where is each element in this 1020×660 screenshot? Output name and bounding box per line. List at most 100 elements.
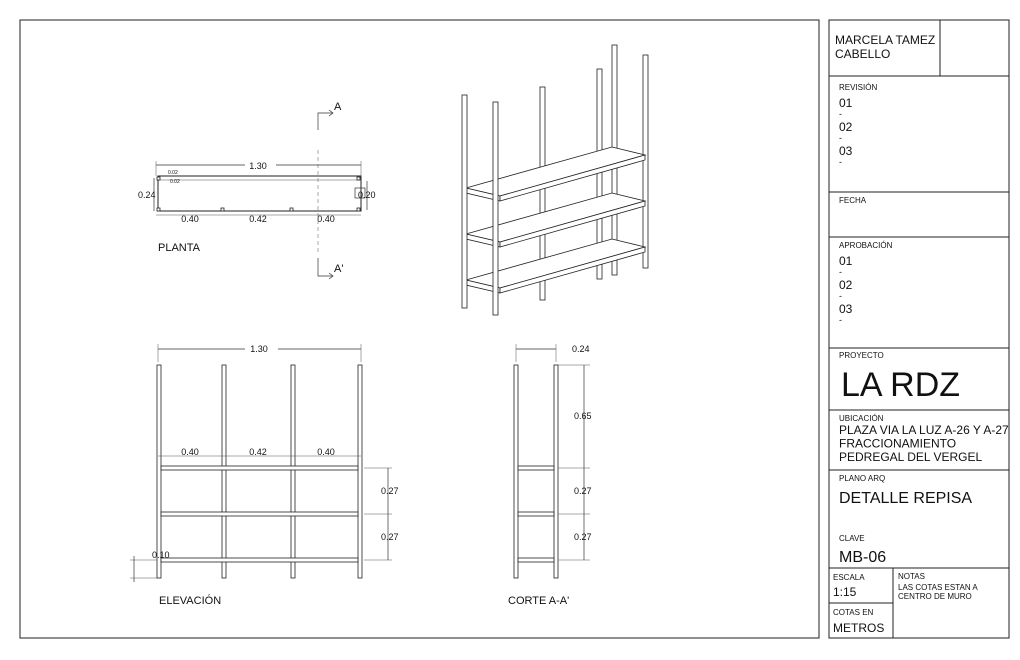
elev-base-height: 0.10: [152, 550, 170, 560]
approval-list: 01-02-03-: [839, 254, 853, 325]
iso-post: [596, 68, 603, 280]
section-arrowhead: [328, 109, 334, 117]
plan-post-detail: [354, 187, 366, 199]
sect-post: [553, 364, 559, 579]
sect-gap-value: 0.27: [574, 532, 592, 542]
revision-number: 03: [839, 144, 853, 158]
scale-value: 1:15: [833, 585, 857, 599]
title-block-frame: [828, 19, 1010, 639]
plan-post: [289, 207, 294, 212]
elev-shelf: [160, 511, 359, 517]
iso-post: [539, 86, 546, 301]
sect-post: [513, 364, 519, 579]
elev-span-value: 0.42: [249, 447, 267, 457]
plan-depth-left: 0.24: [138, 190, 156, 200]
plan-title: PLANTA: [158, 242, 201, 254]
sect-gap-value: 0.27: [574, 486, 592, 496]
approval-number: 01: [839, 254, 853, 268]
elev-shelf: [160, 465, 359, 471]
elev-post: [221, 364, 227, 579]
elev-gap-value: 0.27: [381, 486, 399, 496]
elev-gaps: 0.27 0.27: [381, 486, 399, 542]
elev-span-value: 0.40: [181, 447, 199, 457]
iso-shelf-edge: [499, 154, 646, 202]
iso-post: [492, 101, 499, 316]
plan-span-value: 0.40: [181, 214, 199, 224]
revision-value: -: [839, 157, 842, 167]
section-arrowhead: [328, 272, 334, 280]
iso-shelf-edge: [499, 200, 646, 248]
approval-value: -: [839, 291, 842, 301]
project-name: LA RDZ: [841, 366, 960, 404]
elev-post: [357, 364, 363, 579]
section-title: CORTE A-A': [508, 595, 569, 607]
location-line: PEDREGAL DEL VERGEL: [839, 450, 982, 464]
elev-spans: 0.40 0.42 0.40: [181, 447, 335, 457]
location-line: FRACCIONAMIENTO: [839, 437, 956, 451]
elev-gap-value: 0.27: [381, 532, 399, 542]
elev-post: [156, 364, 162, 579]
plan-post: [220, 207, 225, 212]
sect-shelf: [517, 557, 555, 563]
units-value: METROS: [833, 621, 884, 635]
plan-depth-right: 0.20: [358, 190, 376, 200]
sect-depth: 0.24: [572, 344, 590, 354]
location-line: PLAZA VIA LA LUZ A-26 Y A-27: [839, 423, 1009, 437]
key-label: CLAVE: [839, 534, 865, 543]
plan-total-width: 1.30: [249, 161, 267, 171]
section-mark-top: A: [334, 101, 342, 113]
section-mark-bottom: A': [334, 263, 343, 275]
approval-value: -: [839, 315, 842, 325]
revision-number: 02: [839, 120, 853, 134]
notes-line: CENTRO DE MURO: [898, 592, 972, 601]
date-label: FECHA: [839, 196, 867, 205]
iso-shelf-edge: [499, 246, 646, 294]
elev-shelf: [160, 557, 359, 563]
approval-number: 02: [839, 278, 853, 292]
plan-post-size: 0.02: [168, 170, 178, 176]
section-view: 0.24 0.65 0.27 0.27 CORTE A-A': [508, 344, 592, 607]
iso-post: [642, 54, 649, 269]
sect-shelf: [517, 511, 555, 517]
isometric-view: [461, 44, 649, 316]
units-label: COTAS EN: [833, 608, 874, 617]
plan-post: [356, 207, 361, 212]
sect-gaps: 0.27 0.27: [574, 486, 592, 542]
plan-spans: 0.40 0.42 0.40: [181, 214, 335, 224]
plan-post: [156, 176, 161, 181]
plan-span-value: 0.40: [317, 214, 335, 224]
approval-label: APROBACIÓN: [839, 241, 893, 250]
plan-post-size: 0.02: [170, 179, 180, 185]
approval-value: -: [839, 267, 842, 277]
key-value: MB-06: [839, 549, 886, 566]
elev-span-value: 0.40: [317, 447, 335, 457]
sect-top-height: 0.65: [574, 411, 592, 421]
section-arrow-bottom: [317, 258, 333, 277]
revision-value: -: [839, 133, 842, 143]
scale-label: ESCALA: [833, 573, 865, 582]
plan-shelf-outline: [157, 175, 362, 212]
location-label: UBICACIÓN: [839, 414, 884, 423]
revision-label: REVISIÓN: [839, 83, 877, 92]
project-label: PROYECTO: [839, 351, 884, 360]
plan-span-value: 0.42: [249, 214, 267, 224]
plan-post: [356, 176, 361, 181]
elev-post: [290, 364, 296, 579]
location-lines: PLAZA VIA LA LUZ A-26 Y A-27FRACCIONAMIE…: [839, 423, 1009, 464]
notes-line: LAS COTAS ESTAN A: [898, 583, 978, 592]
drawing-frame: [19, 19, 820, 639]
notes-label: NOTAS: [898, 572, 925, 581]
revision-value: -: [839, 109, 842, 119]
plan-label: PLANO ARQ: [839, 474, 885, 483]
iso-post: [461, 94, 468, 309]
plan-name: DETALLE REPISA: [839, 490, 972, 507]
section-arrow-top: [317, 112, 333, 130]
sect-shelf: [517, 465, 555, 471]
elev-total-width: 1.30: [250, 344, 268, 354]
